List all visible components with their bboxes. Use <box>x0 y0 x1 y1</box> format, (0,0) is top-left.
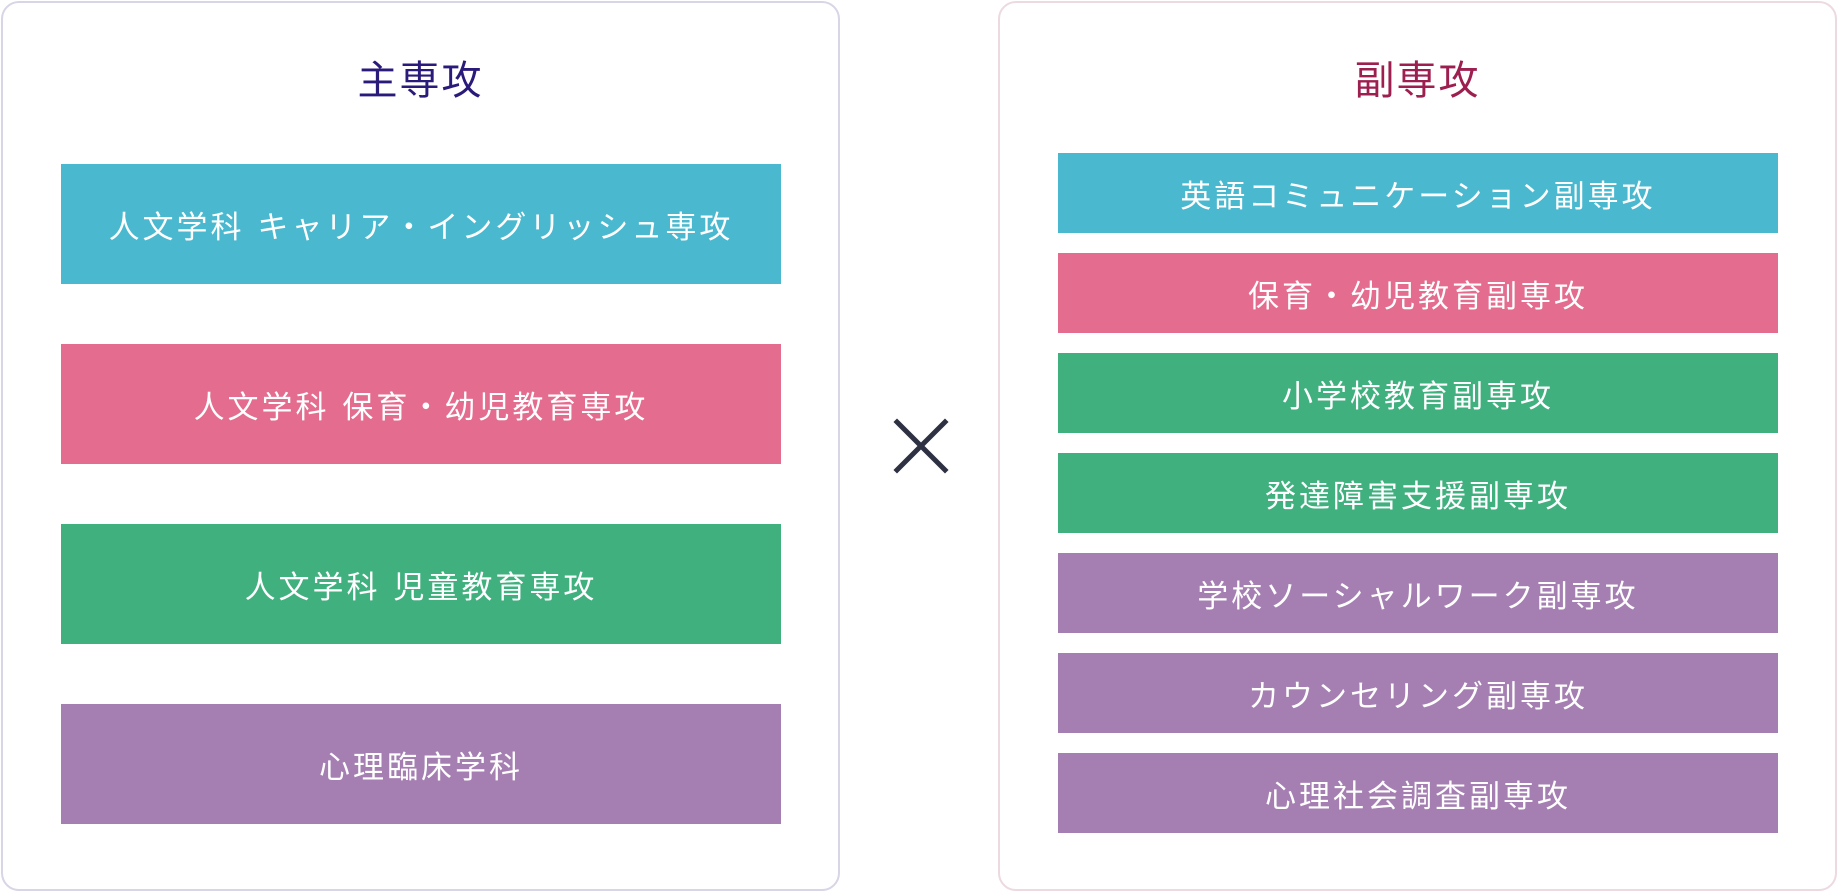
minor-item-childcare: 保育・幼児教育副専攻 <box>1058 253 1778 333</box>
minor-item-psychosocial-research: 心理社会調査副専攻 <box>1058 753 1778 833</box>
main-major-title: 主専攻 <box>357 58 484 104</box>
main-major-item-childcare: 人文学科 保育・幼児教育専攻 <box>61 344 781 464</box>
minor-item-counseling: カウンセリング副専攻 <box>1058 653 1778 733</box>
minor-item-developmental-disability-support: 発達障害支援副専攻 <box>1058 453 1778 533</box>
main-major-item-clinical-psychology: 心理臨床学科 <box>61 704 781 824</box>
minor-item-elementary-education: 小学校教育副専攻 <box>1058 353 1778 433</box>
main-major-item-child-education: 人文学科 児童教育専攻 <box>61 524 781 644</box>
minor-major-title: 副専攻 <box>1354 58 1481 104</box>
main-major-item-career-english: 人文学科 キャリア・イングリッシュ専攻 <box>61 164 781 284</box>
main-major-panel: 主専攻 人文学科 キャリア・イングリッシュ専攻 人文学科 保育・幼児教育専攻 人… <box>1 1 840 891</box>
minor-item-english-communication: 英語コミュニケーション副専攻 <box>1058 153 1778 233</box>
multiply-icon <box>893 418 949 474</box>
minor-major-panel: 副専攻 英語コミュニケーション副専攻 保育・幼児教育副専攻 小学校教育副専攻 発… <box>998 1 1837 891</box>
minor-item-school-social-work: 学校ソーシャルワーク副専攻 <box>1058 553 1778 633</box>
